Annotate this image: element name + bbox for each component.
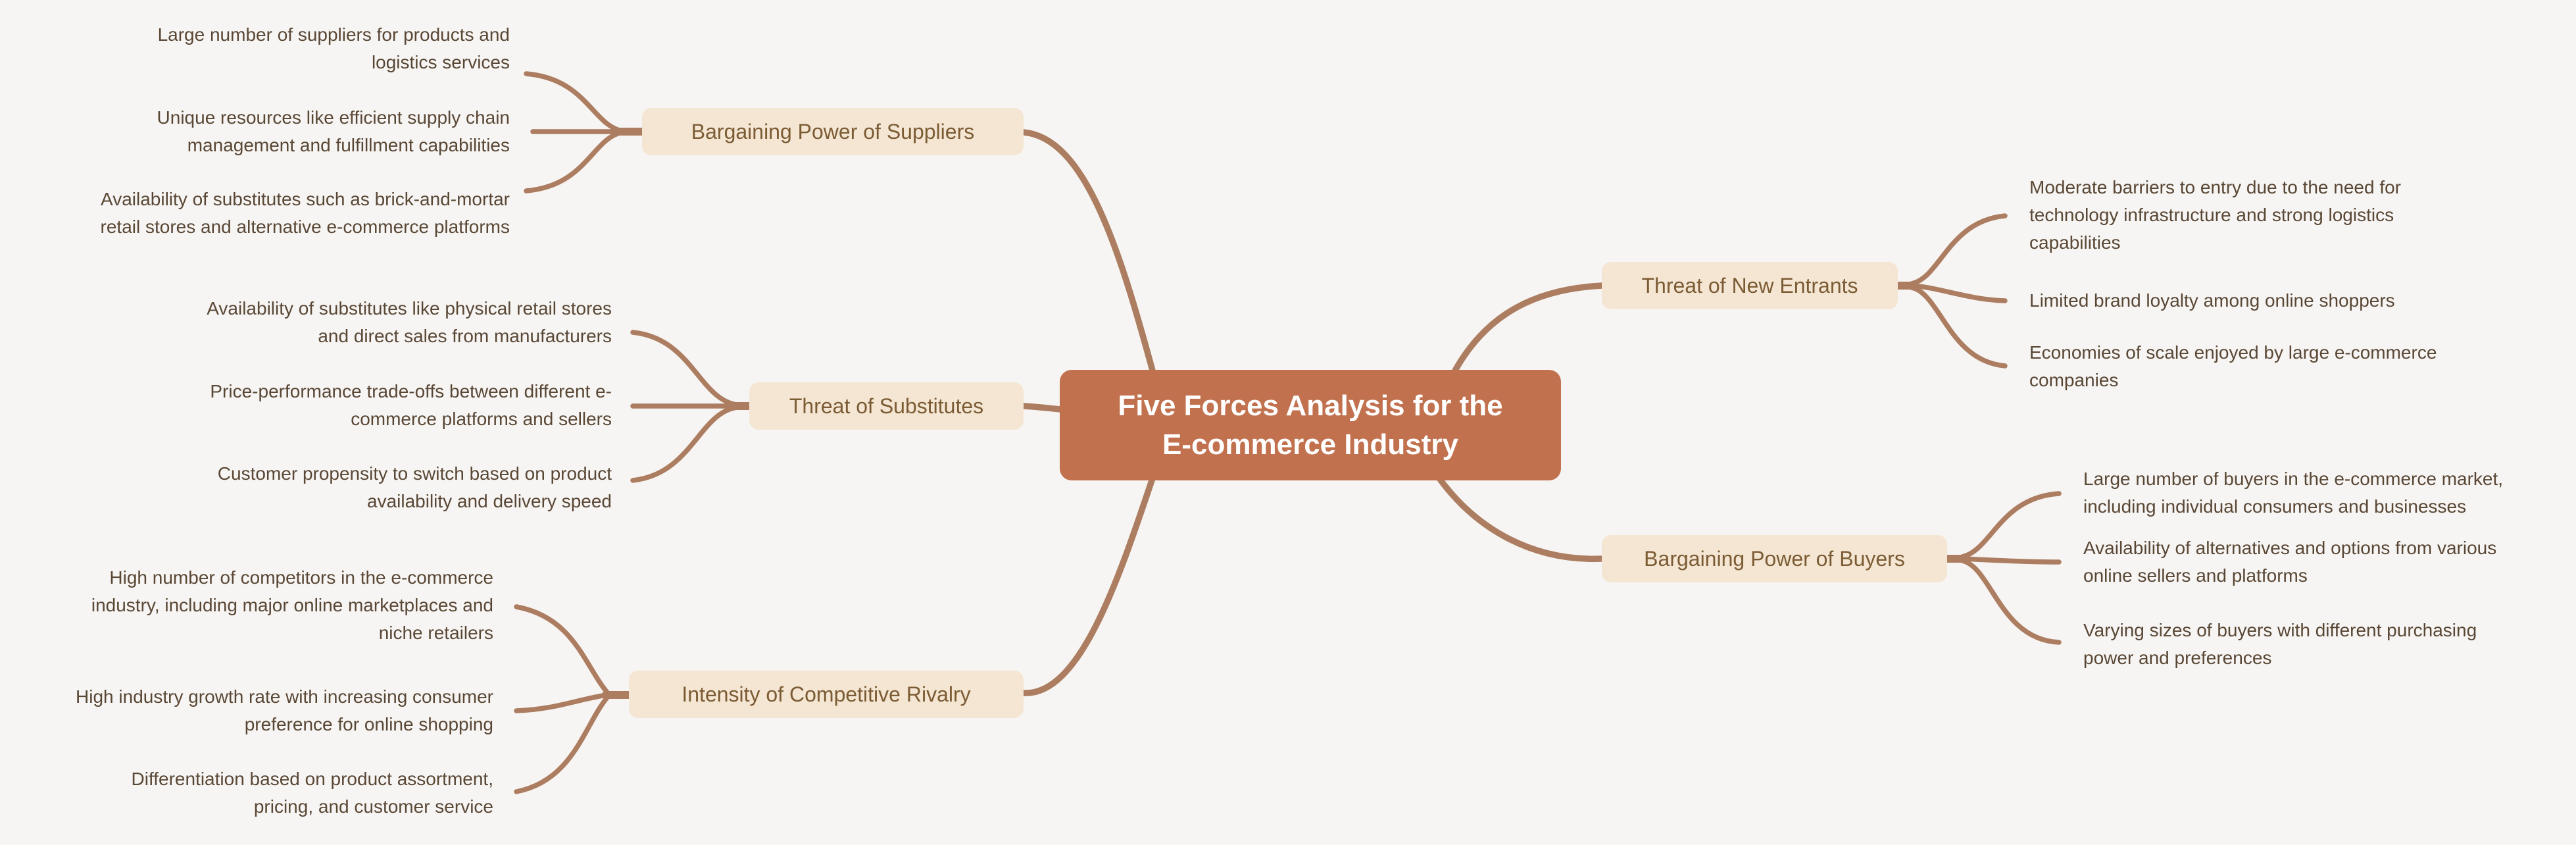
connector-center-buyers [1436, 475, 1605, 562]
connector-buyers-leaf-0 [1960, 491, 2062, 559]
connector-rivalry-leaf-1 [514, 692, 610, 713]
connector-center-rivalry [1020, 475, 1156, 696]
connector-entrants-leaf-2 [1909, 285, 2008, 369]
connector-suppliers-leaf-2 [524, 130, 625, 193]
branch-threat-of-new-entrants[interactable]: Threat of New Entrants [1602, 262, 1898, 309]
leaf-buyers-0[interactable]: Large number of buyers in the e-commerce… [2083, 469, 2504, 517]
connector-suppliers-leaf-0 [524, 71, 625, 134]
leaf-entrants-0[interactable]: Moderate barriers to entry due to the ne… [2029, 177, 2401, 253]
connector-entrants-leaf-1 [1909, 283, 2008, 303]
leaf-substitutes-2[interactable]: Customer propensity to switch based on p… [217, 463, 612, 511]
connector-rivalry-leaf-2 [514, 695, 610, 794]
branch-intensity-of-competitive-rivalry[interactable]: Intensity of Competitive Rivalry [629, 671, 1024, 718]
leaf-buyers-2[interactable]: Varying sizes of buyers with different p… [2083, 620, 2477, 668]
connector-substitutes-leaf-0 [630, 330, 739, 407]
leaf-substitutes-1[interactable]: Price-performance trade-offs between dif… [210, 381, 612, 429]
leaf-suppliers-0[interactable]: Large number of suppliers for products a… [157, 24, 510, 72]
branch-bargaining-power-of-buyers[interactable]: Bargaining Power of Buyers [1602, 535, 1947, 582]
leaf-buyers-1[interactable]: Availability of alternatives and options… [2083, 538, 2497, 586]
connector-buyers-leaf-2 [1960, 558, 2062, 645]
leaf-suppliers-1[interactable]: Unique resources like efficient supply c… [157, 107, 510, 155]
connector-rivalry-leaf-0 [514, 604, 610, 695]
connector-entrants-leaf-0 [1909, 213, 2008, 286]
connector-center-substitutes [1020, 403, 1064, 413]
connector-buyers-leaf-1 [1960, 556, 2062, 565]
leaf-rivalry-2[interactable]: Differentiation based on product assortm… [131, 769, 493, 817]
leaf-entrants-1[interactable]: Limited brand loyalty among online shopp… [2029, 290, 2395, 311]
connector-substitutes-leaf-2 [630, 405, 739, 483]
leaf-rivalry-1[interactable]: High industry growth rate with increasin… [76, 686, 493, 734]
leaf-suppliers-2[interactable]: Availability of substitutes such as bric… [100, 189, 510, 237]
leaf-rivalry-0[interactable]: High number of competitors in the e-comm… [91, 567, 493, 643]
connector-center-suppliers [1020, 129, 1156, 374]
leaf-substitutes-0[interactable]: Availability of substitutes like physica… [207, 298, 612, 346]
branch-threat-of-substitutes[interactable]: Threat of Substitutes [749, 382, 1024, 430]
branch-bargaining-power-of-suppliers[interactable]: Bargaining Power of Suppliers [642, 108, 1024, 155]
root-topic[interactable]: Five Forces Analysis for the E-commerce … [1060, 370, 1561, 480]
connector-center-entrants [1452, 282, 1605, 374]
leaf-entrants-2[interactable]: Economies of scale enjoyed by large e-co… [2029, 342, 2437, 390]
